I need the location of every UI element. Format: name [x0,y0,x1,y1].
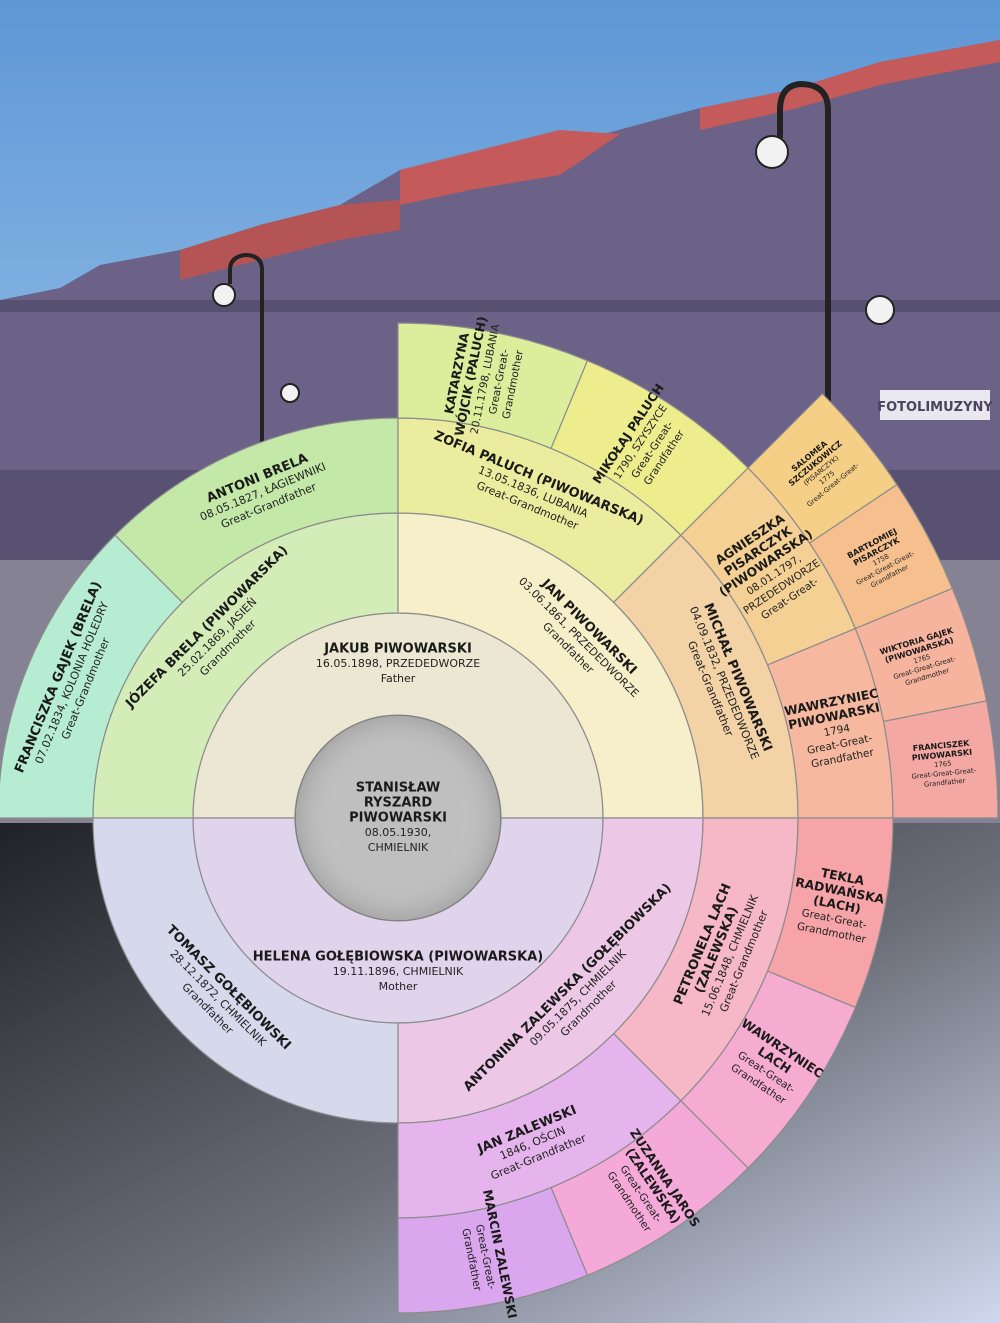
lamp-icon [756,136,788,168]
person-name: HELENA GOŁĘBIOWSKA (PIWOWARSKA) [253,950,543,965]
root-person-birth-info: CHMIELNIK [368,841,429,854]
lamp-icon [213,284,235,306]
store-sign: FOTOLIMUZYNY [877,400,993,415]
root-person-birth-info: 08.05.1930, [365,826,431,839]
root-person-name: PIWOWARSKI [349,811,447,826]
lamp-icon [281,384,299,402]
person-birth-info: 19.11.1896, CHMIELNIK [333,965,464,978]
root-person-name: RYSZARD [364,796,433,811]
person-relation: Mother [379,980,418,993]
root-person-name: STANISŁAW [356,781,441,796]
lamp-icon [866,296,894,324]
person-name: JAKUB PIWOWARSKI [323,642,472,657]
person-birth-info: 16.05.1898, PRZEDEDWORZE [316,657,480,670]
person-birth-info: 1765 [934,760,952,770]
person-relation: Father [381,672,416,685]
